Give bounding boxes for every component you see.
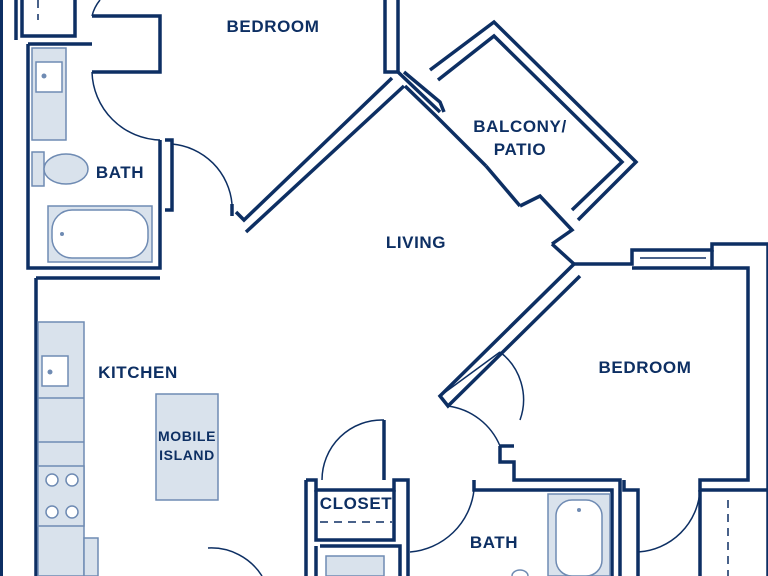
room-label-bedroom-top: BEDROOM — [226, 17, 320, 36]
balcony-label-line1: BALCONY/ — [473, 117, 567, 136]
dashed-lines — [37, 0, 729, 576]
sink-icon — [35, 61, 63, 93]
room-label-balcony: BALCONY/ PATIO — [462, 116, 578, 161]
toilet-tank-icon — [31, 151, 45, 187]
toilet-bowl-icon — [43, 153, 89, 185]
room-label-bath-left: BATH — [95, 163, 145, 182]
island-label-line1: MOBILE — [157, 428, 217, 444]
fixtures — [31, 47, 611, 576]
island-label-line2: ISLAND — [159, 446, 215, 463]
balcony-label-line2: PATIO — [493, 140, 547, 160]
room-label-bath-bottom: BATH — [469, 533, 519, 552]
room-label-bedroom-right: BEDROOM — [598, 358, 692, 377]
room-label-closet: CLOSET — [319, 494, 393, 513]
room-label-mobile-island: MOBILE ISLAND — [152, 428, 222, 464]
door-swings — [91, 0, 701, 576]
kitchen-sink-icon — [41, 355, 69, 387]
mobile-island — [155, 393, 219, 501]
room-label-kitchen: KITCHEN — [98, 363, 178, 382]
stove-icon — [37, 465, 85, 527]
room-label-living: LIVING — [385, 233, 447, 252]
washer-icon — [325, 555, 385, 576]
